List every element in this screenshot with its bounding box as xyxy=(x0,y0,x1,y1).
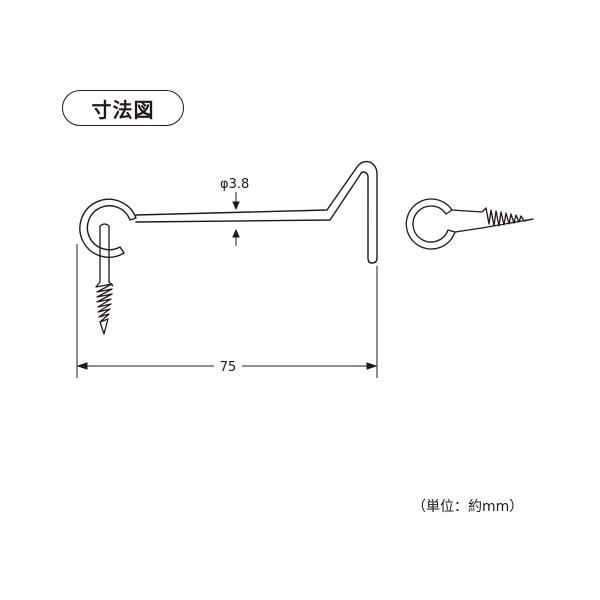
length-label: 75 xyxy=(220,360,237,375)
left-screw-shank xyxy=(99,226,110,282)
page-title: 寸法図 xyxy=(62,90,184,126)
hook-body xyxy=(79,160,378,264)
left-eye-screw xyxy=(95,223,114,335)
left-screw-thread xyxy=(95,281,113,335)
page-title-text: 寸法図 xyxy=(91,97,155,122)
right-eye-screw xyxy=(405,198,534,250)
unit-note: （単位：約mm） xyxy=(412,499,524,515)
hook-eye-ring xyxy=(79,198,137,258)
diameter-dimension xyxy=(232,192,240,246)
hook-shaft-top xyxy=(135,160,378,264)
length-dimension xyxy=(76,244,378,378)
right-screw-ring xyxy=(405,198,456,250)
right-screw-shank xyxy=(451,209,483,233)
right-screw-thread xyxy=(481,207,534,229)
diameter-label: φ3.8 xyxy=(220,177,249,192)
left-screw-cap xyxy=(99,223,110,227)
